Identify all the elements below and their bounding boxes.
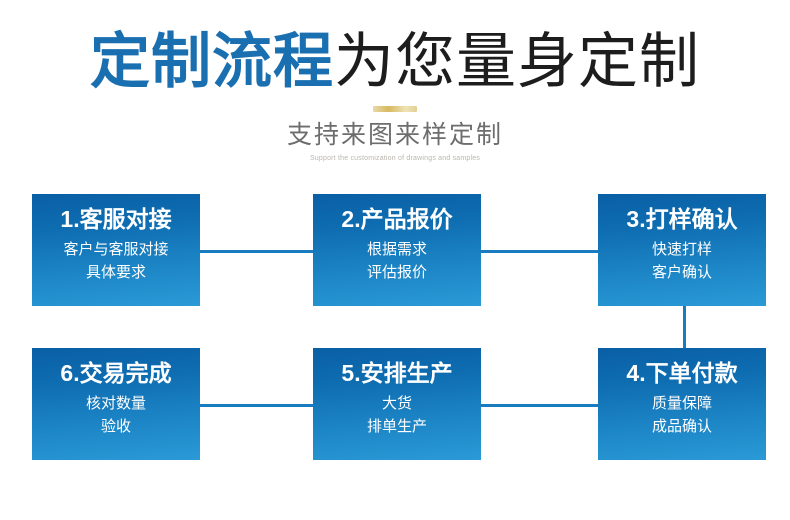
subtitle: 支持来图来样定制 (286, 121, 503, 149)
connector-step2-step3 (481, 250, 598, 253)
connector-step1-step2 (200, 250, 313, 253)
process-step-5-desc: 大货 排单生产 (367, 392, 427, 438)
connector-step4-step5 (481, 404, 598, 407)
process-step-5-desc-line2: 排单生产 (366, 418, 427, 435)
process-step-3-desc-line1: 快速打样 (651, 241, 712, 258)
process-step-4-desc-line2: 成品确认 (651, 418, 712, 435)
process-step-6: 6.交易完成 核对数量 验收 (32, 348, 200, 460)
process-step-6-desc: 核对数量 验收 (86, 392, 146, 438)
process-step-6-title: 6.交易完成 (60, 360, 172, 386)
subtitle-english: Support the customization of drawings an… (309, 155, 481, 162)
process-step-2-title: 2.产品报价 (341, 206, 453, 232)
process-step-1: 1.客服对接 客户与客服对接 具体要求 (32, 194, 200, 306)
header: 定制流程为您量身定制 支持来图来样定制 Support the customiz… (0, 0, 790, 164)
page-title-plain: 为您量身定制 (334, 28, 700, 95)
process-step-1-desc-line2: 具体要求 (85, 264, 146, 281)
process-step-3-title: 3.打样确认 (626, 206, 738, 232)
process-step-2-desc-line1: 根据需求 (366, 241, 427, 258)
process-step-5: 5.安排生产 大货 排单生产 (313, 348, 481, 460)
process-step-4-title: 4.下单付款 (626, 360, 738, 386)
process-step-3: 3.打样确认 快速打样 客户确认 (598, 194, 766, 306)
process-step-4: 4.下单付款 质量保障 成品确认 (598, 348, 766, 460)
process-step-1-desc-line1: 客户与客服对接 (63, 241, 169, 258)
process-step-6-desc-line1: 核对数量 (85, 395, 146, 412)
process-step-3-desc: 快速打样 客户确认 (652, 238, 712, 284)
process-step-5-title: 5.安排生产 (341, 360, 453, 386)
process-step-2: 2.产品报价 根据需求 评估报价 (313, 194, 481, 306)
process-step-1-desc: 客户与客服对接 具体要求 (63, 238, 168, 284)
process-step-4-desc: 质量保障 成品确认 (652, 392, 712, 438)
page-title-accent: 定制流程 (90, 28, 334, 95)
process-step-1-title: 1.客服对接 (60, 206, 172, 232)
process-step-5-desc-line1: 大货 (381, 395, 412, 412)
process-step-6-desc-line2: 验收 (100, 418, 131, 435)
gold-divider (373, 106, 417, 112)
process-step-4-desc-line1: 质量保障 (651, 395, 712, 412)
connector-step5-step6 (200, 404, 313, 407)
page-title: 定制流程为您量身定制 (0, 0, 790, 98)
process-step-3-desc-line2: 客户确认 (651, 264, 712, 281)
process-step-2-desc: 根据需求 评估报价 (367, 238, 427, 284)
connector-step3-step4 (683, 305, 686, 348)
process-step-2-desc-line2: 评估报价 (366, 264, 427, 281)
